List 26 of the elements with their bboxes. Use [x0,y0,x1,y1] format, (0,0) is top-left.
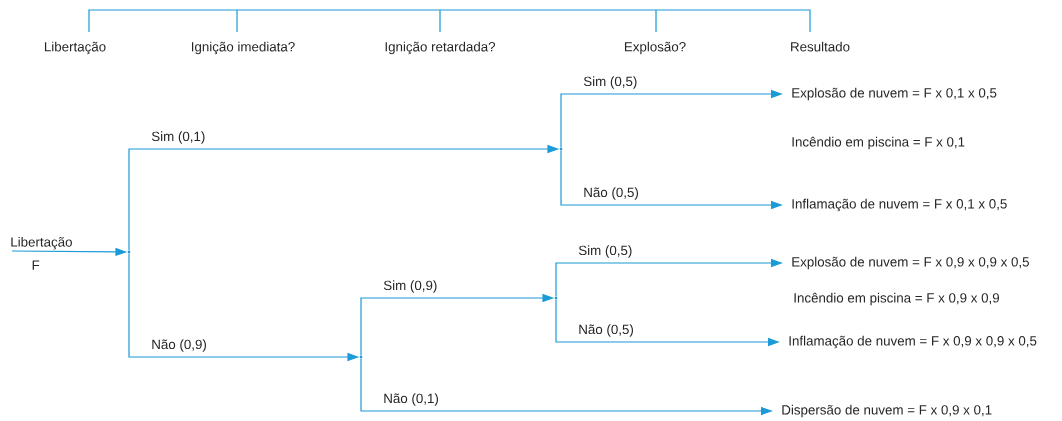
beside-text: F [32,260,40,270]
edge-label: Não (0,9) [149,337,209,354]
edge-label: Sim (0,5) [576,243,635,260]
junction-point [559,147,563,151]
column-heading: Explosão? [624,41,686,55]
outcome-text: Explosão de nuvem = F x 0,9 x 0,9 x 0,5 [792,256,1029,270]
column-heading: Ignição imediata? [192,41,295,55]
outcome-text: Inflamação de nuvem = F x 0,9 x 0,9 x 0,5 [789,335,1037,349]
outcome-text: Explosão de nuvem = F x 0,1 x 0,5 [792,87,997,101]
outcome-text: Dispersão de nuvem = F x 0,9 x 0,1 [782,404,992,418]
outcome-text: Inflamação de nuvem = F x 0,1 x 0,5 [792,198,1007,212]
junction-point [554,296,558,300]
junction-point [127,250,131,254]
edge-label: Sim (0,9) [381,278,440,295]
column-heading: Ignição retardada? [385,41,496,55]
column-heading: Resultado [791,41,850,52]
edge-label: Sim (0,1) [149,129,208,146]
edge-label: Não (0,5) [581,185,641,202]
start-text: Libertação [11,236,72,250]
edge-label: Não (0,1) [381,391,441,408]
edge-label: Não (0,5) [576,322,636,339]
outcome-text: Incêndio em piscina = F x 0,9 x 0,9 [794,292,1000,306]
column-heading: Libertação [44,41,106,55]
junction-point [359,355,363,359]
outcome-text: Incêndio em piscina = F x 0,1 [792,136,965,150]
edge-label: Sim (0,5) [581,74,640,91]
